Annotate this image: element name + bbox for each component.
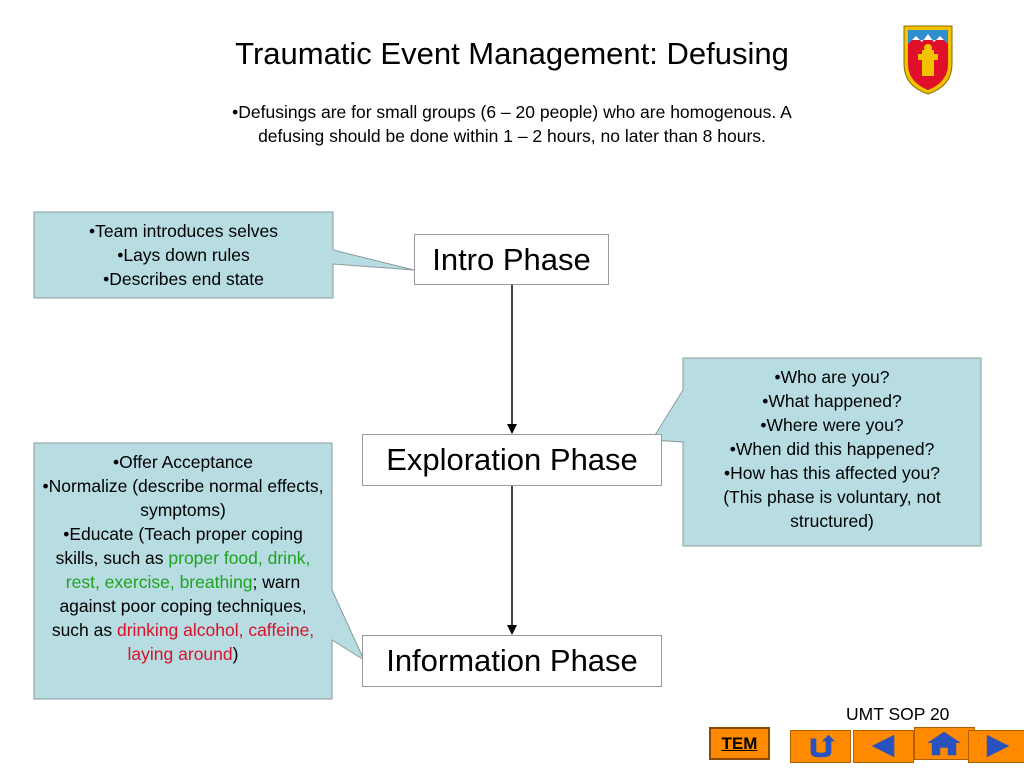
exploration-note-item: •Where were you?: [760, 415, 904, 435]
exploration-note-item: •Who are you?: [774, 367, 890, 387]
back-arrow-icon: [871, 734, 895, 758]
forward-arrow-icon: [986, 734, 1010, 758]
subtitle-line-1: •Defusings are for small groups (6 – 20 …: [232, 102, 792, 122]
exploration-callout-shape: [651, 357, 982, 547]
return-button[interactable]: [790, 730, 851, 763]
exploration-note-item: •When did this happened?: [729, 439, 935, 459]
subtitle: •Defusings are for small groups (6 – 20 …: [180, 100, 844, 148]
tem-button[interactable]: TEM: [709, 727, 770, 760]
good-coping-text: proper food, drink, rest, exercise, brea…: [65, 548, 311, 592]
information-callout-shape: [33, 442, 366, 700]
intro-note-item: •Lays down rules: [117, 245, 250, 265]
intro-note-item: •Team introduces selves: [89, 221, 278, 241]
return-arrow-icon: [810, 734, 836, 758]
exploration-note-item: (This phase is voluntary, not structured…: [723, 487, 941, 531]
shield-icon: [903, 25, 953, 95]
information-note-item: •Normalize (describe normal effects, sym…: [42, 476, 324, 520]
footer-reference: UMT SOP 20: [846, 704, 950, 724]
intro-note-item: •Describes end state: [103, 269, 264, 289]
home-icon: [927, 731, 961, 756]
information-phase-label: Information Phase: [386, 643, 638, 678]
information-note-item: •Offer Acceptance: [112, 452, 254, 472]
warn-text: ; warn against poor coping techniques, s…: [51, 572, 307, 640]
intro-phase-label: Intro Phase: [432, 242, 591, 277]
exploration-note: •Who are you? •What happened? •Where wer…: [690, 365, 974, 533]
subtitle-line-2: defusing should be done within 1 – 2 hou…: [258, 126, 766, 146]
back-button[interactable]: [853, 730, 914, 763]
information-note-item: •Educate (Teach proper coping skills, su…: [40, 522, 326, 666]
intro-callout-shape: [33, 211, 415, 299]
intro-note: •Team introduces selves •Lays down rules…: [34, 219, 333, 291]
home-button[interactable]: [914, 727, 975, 760]
page-title: Traumatic Event Management: Defusing: [235, 36, 789, 71]
exploration-note-item: •What happened?: [762, 391, 902, 411]
exploration-phase-label: Exploration Phase: [386, 442, 638, 477]
poor-coping-text: drinking alcohol, caffeine, laying aroun…: [117, 620, 315, 664]
information-note: •Offer Acceptance •Normalize (describe n…: [40, 450, 326, 666]
exploration-phase-box: Exploration Phase: [362, 434, 662, 486]
educate-text: •Educate (Teach proper coping skills, su…: [55, 524, 303, 568]
forward-button[interactable]: [968, 730, 1024, 763]
intro-phase-box: Intro Phase: [414, 234, 609, 285]
exploration-note-item: •How has this affected you?: [724, 463, 940, 483]
closing-paren: ): [232, 644, 239, 664]
information-phase-box: Information Phase: [362, 635, 662, 687]
